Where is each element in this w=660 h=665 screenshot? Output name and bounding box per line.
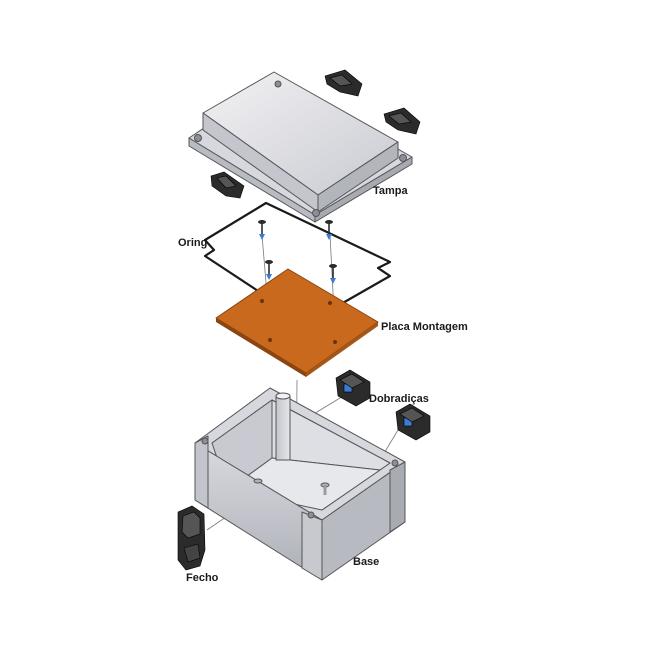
label-tampa: Tampa [373,185,408,197]
screw-3 [265,260,273,280]
lid-latch-side [210,171,245,199]
lid-hinge-top-2 [383,107,421,135]
mounting-plate [215,268,379,377]
fecho-latch [177,505,206,571]
label-fecho: Fecho [186,572,219,584]
label-oring: Oring [178,237,208,249]
screws [258,220,337,284]
lid-tampa [188,71,413,223]
base-hinge-1 [335,369,371,407]
base-box [194,387,406,581]
screw-2 [325,220,333,240]
screw-1 [258,220,266,240]
screw-4 [329,264,337,284]
base-hinge-2 [395,403,431,441]
label-placa-montagem: Placa Montagem [381,321,468,333]
lid-hinge-top-1 [324,69,363,97]
label-dobradicas: Dobradiças [369,393,429,405]
label-base: Base [353,556,380,568]
